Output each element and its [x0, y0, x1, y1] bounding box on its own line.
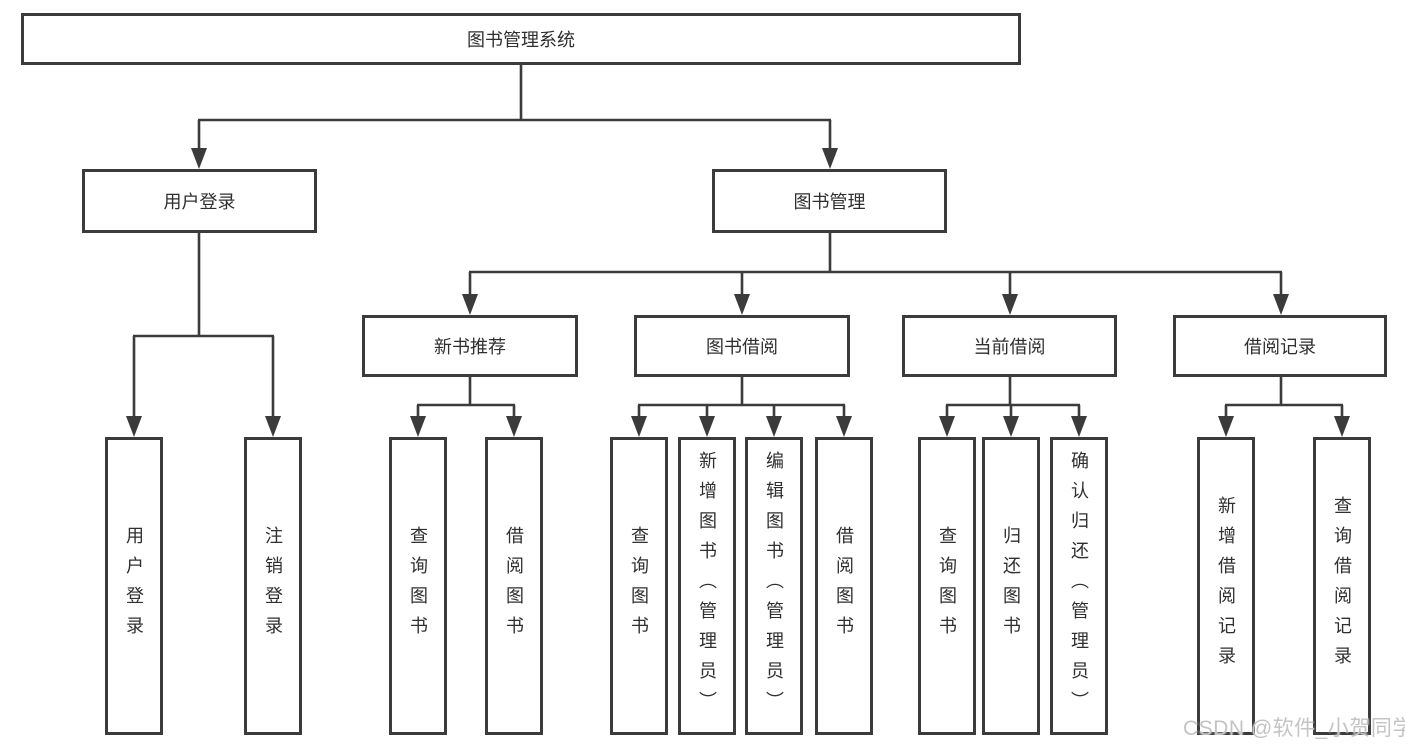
node-root: 图书管理系统 — [21, 13, 1021, 65]
leaf-query-books-recommend: 查询图书 — [389, 437, 447, 735]
node-label: 查询图书 — [937, 526, 957, 646]
node-book-management: 图书管理 — [712, 169, 947, 233]
node-label: 借阅图书 — [834, 526, 854, 646]
arrowheads — [126, 148, 1350, 437]
watermark-csdn: CSDN @软件_小贺同学 — [1183, 717, 1405, 740]
node-label: 查询借阅记录 — [1332, 496, 1352, 676]
node-label: 新增图书（管理员） — [697, 451, 717, 721]
leaf-borrow-books: 借阅图书 — [815, 437, 873, 735]
node-label: 借阅记录 — [1244, 337, 1316, 357]
leaf-query-borrow-record: 查询借阅记录 — [1313, 437, 1371, 735]
leaf-add-borrow-record: 新增借阅记录 — [1197, 437, 1255, 735]
node-book-borrowing: 图书借阅 — [634, 315, 850, 377]
node-label: 用户登录 — [163, 192, 236, 212]
node-label: 归还图书 — [1001, 526, 1021, 646]
leaf-logout: 注销登录 — [244, 437, 302, 735]
leaf-query-books-borrow: 查询图书 — [610, 437, 668, 735]
node-label: 查询图书 — [629, 526, 649, 646]
leaf-query-books-current: 查询图书 — [918, 437, 976, 735]
node-label: 查询图书 — [408, 526, 428, 646]
node-current-borrowing: 当前借阅 — [902, 315, 1117, 377]
node-label: 注销登录 — [263, 526, 283, 646]
node-new-book-recommend: 新书推荐 — [362, 315, 578, 377]
node-label: 图书管理系统 — [467, 30, 575, 50]
leaf-borrow-books-recommend: 借阅图书 — [485, 437, 543, 735]
leaf-edit-book-admin: 编辑图书（管理员） — [745, 437, 803, 735]
leaf-confirm-return-admin: 确认归还（管理员） — [1050, 437, 1108, 735]
node-label: 确认归还（管理员） — [1069, 451, 1089, 721]
node-label: 编辑图书（管理员） — [764, 451, 784, 721]
node-label: 图书借阅 — [706, 337, 778, 357]
node-label: 新书推荐 — [434, 337, 506, 357]
node-label: 用户登录 — [124, 526, 144, 646]
node-label: 图书管理 — [793, 192, 866, 212]
leaf-add-book-admin: 新增图书（管理员） — [678, 437, 736, 735]
leaf-return-book: 归还图书 — [982, 437, 1040, 735]
node-user-login: 用户登录 — [82, 169, 317, 233]
node-borrow-records: 借阅记录 — [1173, 315, 1387, 377]
node-label: 当前借阅 — [973, 337, 1046, 357]
node-label: 新增借阅记录 — [1216, 496, 1236, 676]
node-label: 借阅图书 — [504, 526, 524, 646]
leaf-user-login: 用户登录 — [105, 437, 163, 735]
